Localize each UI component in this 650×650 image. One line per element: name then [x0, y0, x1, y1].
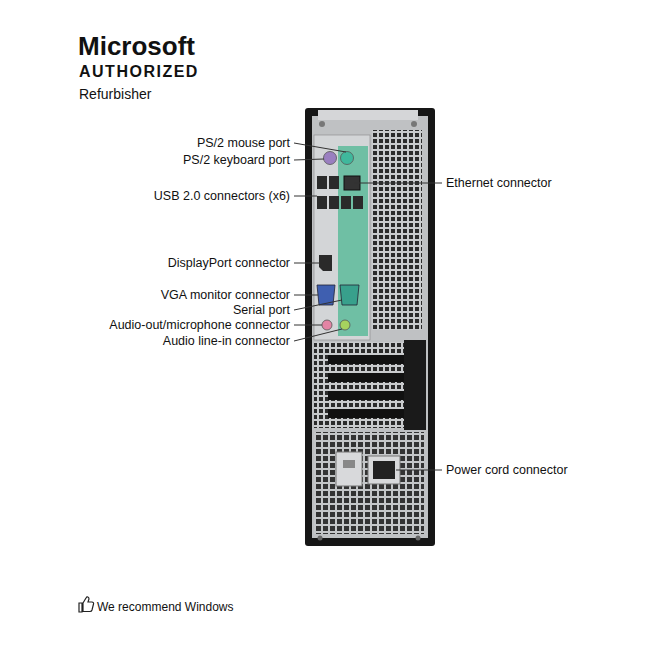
io-panel-green	[338, 146, 368, 336]
screw	[411, 121, 417, 127]
power-plate	[368, 456, 400, 484]
io-shield	[314, 135, 370, 340]
port-label: Power cord connector	[446, 463, 568, 477]
screw	[318, 536, 323, 541]
psu-vent	[314, 432, 424, 534]
leader-lines	[294, 143, 442, 470]
usb-port	[329, 196, 339, 209]
slot-cover	[328, 373, 408, 382]
port-label: Audio line-in connector	[163, 334, 290, 348]
serial-port	[340, 285, 359, 305]
ps2-keyboard-symbol	[324, 152, 337, 165]
vent-grid	[372, 130, 422, 330]
port-label: PS/2 mouse port	[197, 136, 290, 150]
ps2-mouse-symbol	[341, 152, 354, 165]
brand-title: Microsoft	[78, 32, 195, 62]
screw	[319, 121, 325, 127]
displayport-port	[319, 255, 332, 271]
port-label: USB 2.0 connectors (x6)	[154, 189, 290, 203]
port-label: VGA monitor connector	[161, 288, 290, 302]
screw	[416, 536, 421, 541]
brand-note: Refurbisher	[79, 86, 151, 102]
footer-note: We recommend Windows	[97, 601, 234, 615]
slot-latch	[404, 340, 426, 430]
audio-out-jack	[322, 320, 332, 330]
slot-cover	[328, 409, 408, 418]
brand-subtitle: AUTHORIZED	[79, 63, 199, 81]
port-label: Serial port	[233, 303, 290, 317]
audio-in-jack	[340, 320, 350, 330]
port-label: PS/2 keyboard port	[183, 153, 290, 167]
usb-port	[353, 196, 363, 209]
case	[305, 108, 435, 546]
slot-cover	[328, 391, 408, 400]
latch	[318, 110, 418, 120]
port-label: Audio-out/microphone connector	[109, 318, 290, 332]
power-connector	[373, 461, 395, 479]
psu-switch-plate	[336, 452, 362, 486]
usb-port	[341, 196, 351, 209]
port-label: DisplayPort connector	[168, 256, 290, 270]
usb-port	[329, 176, 339, 189]
thumbs-up-icon	[79, 597, 94, 612]
usb-port	[317, 176, 327, 189]
usb-port	[317, 196, 327, 209]
back-panel	[312, 116, 428, 538]
psu-switch	[343, 460, 355, 468]
slot-cover	[328, 355, 408, 364]
port-label: Ethernet connector	[446, 176, 552, 190]
